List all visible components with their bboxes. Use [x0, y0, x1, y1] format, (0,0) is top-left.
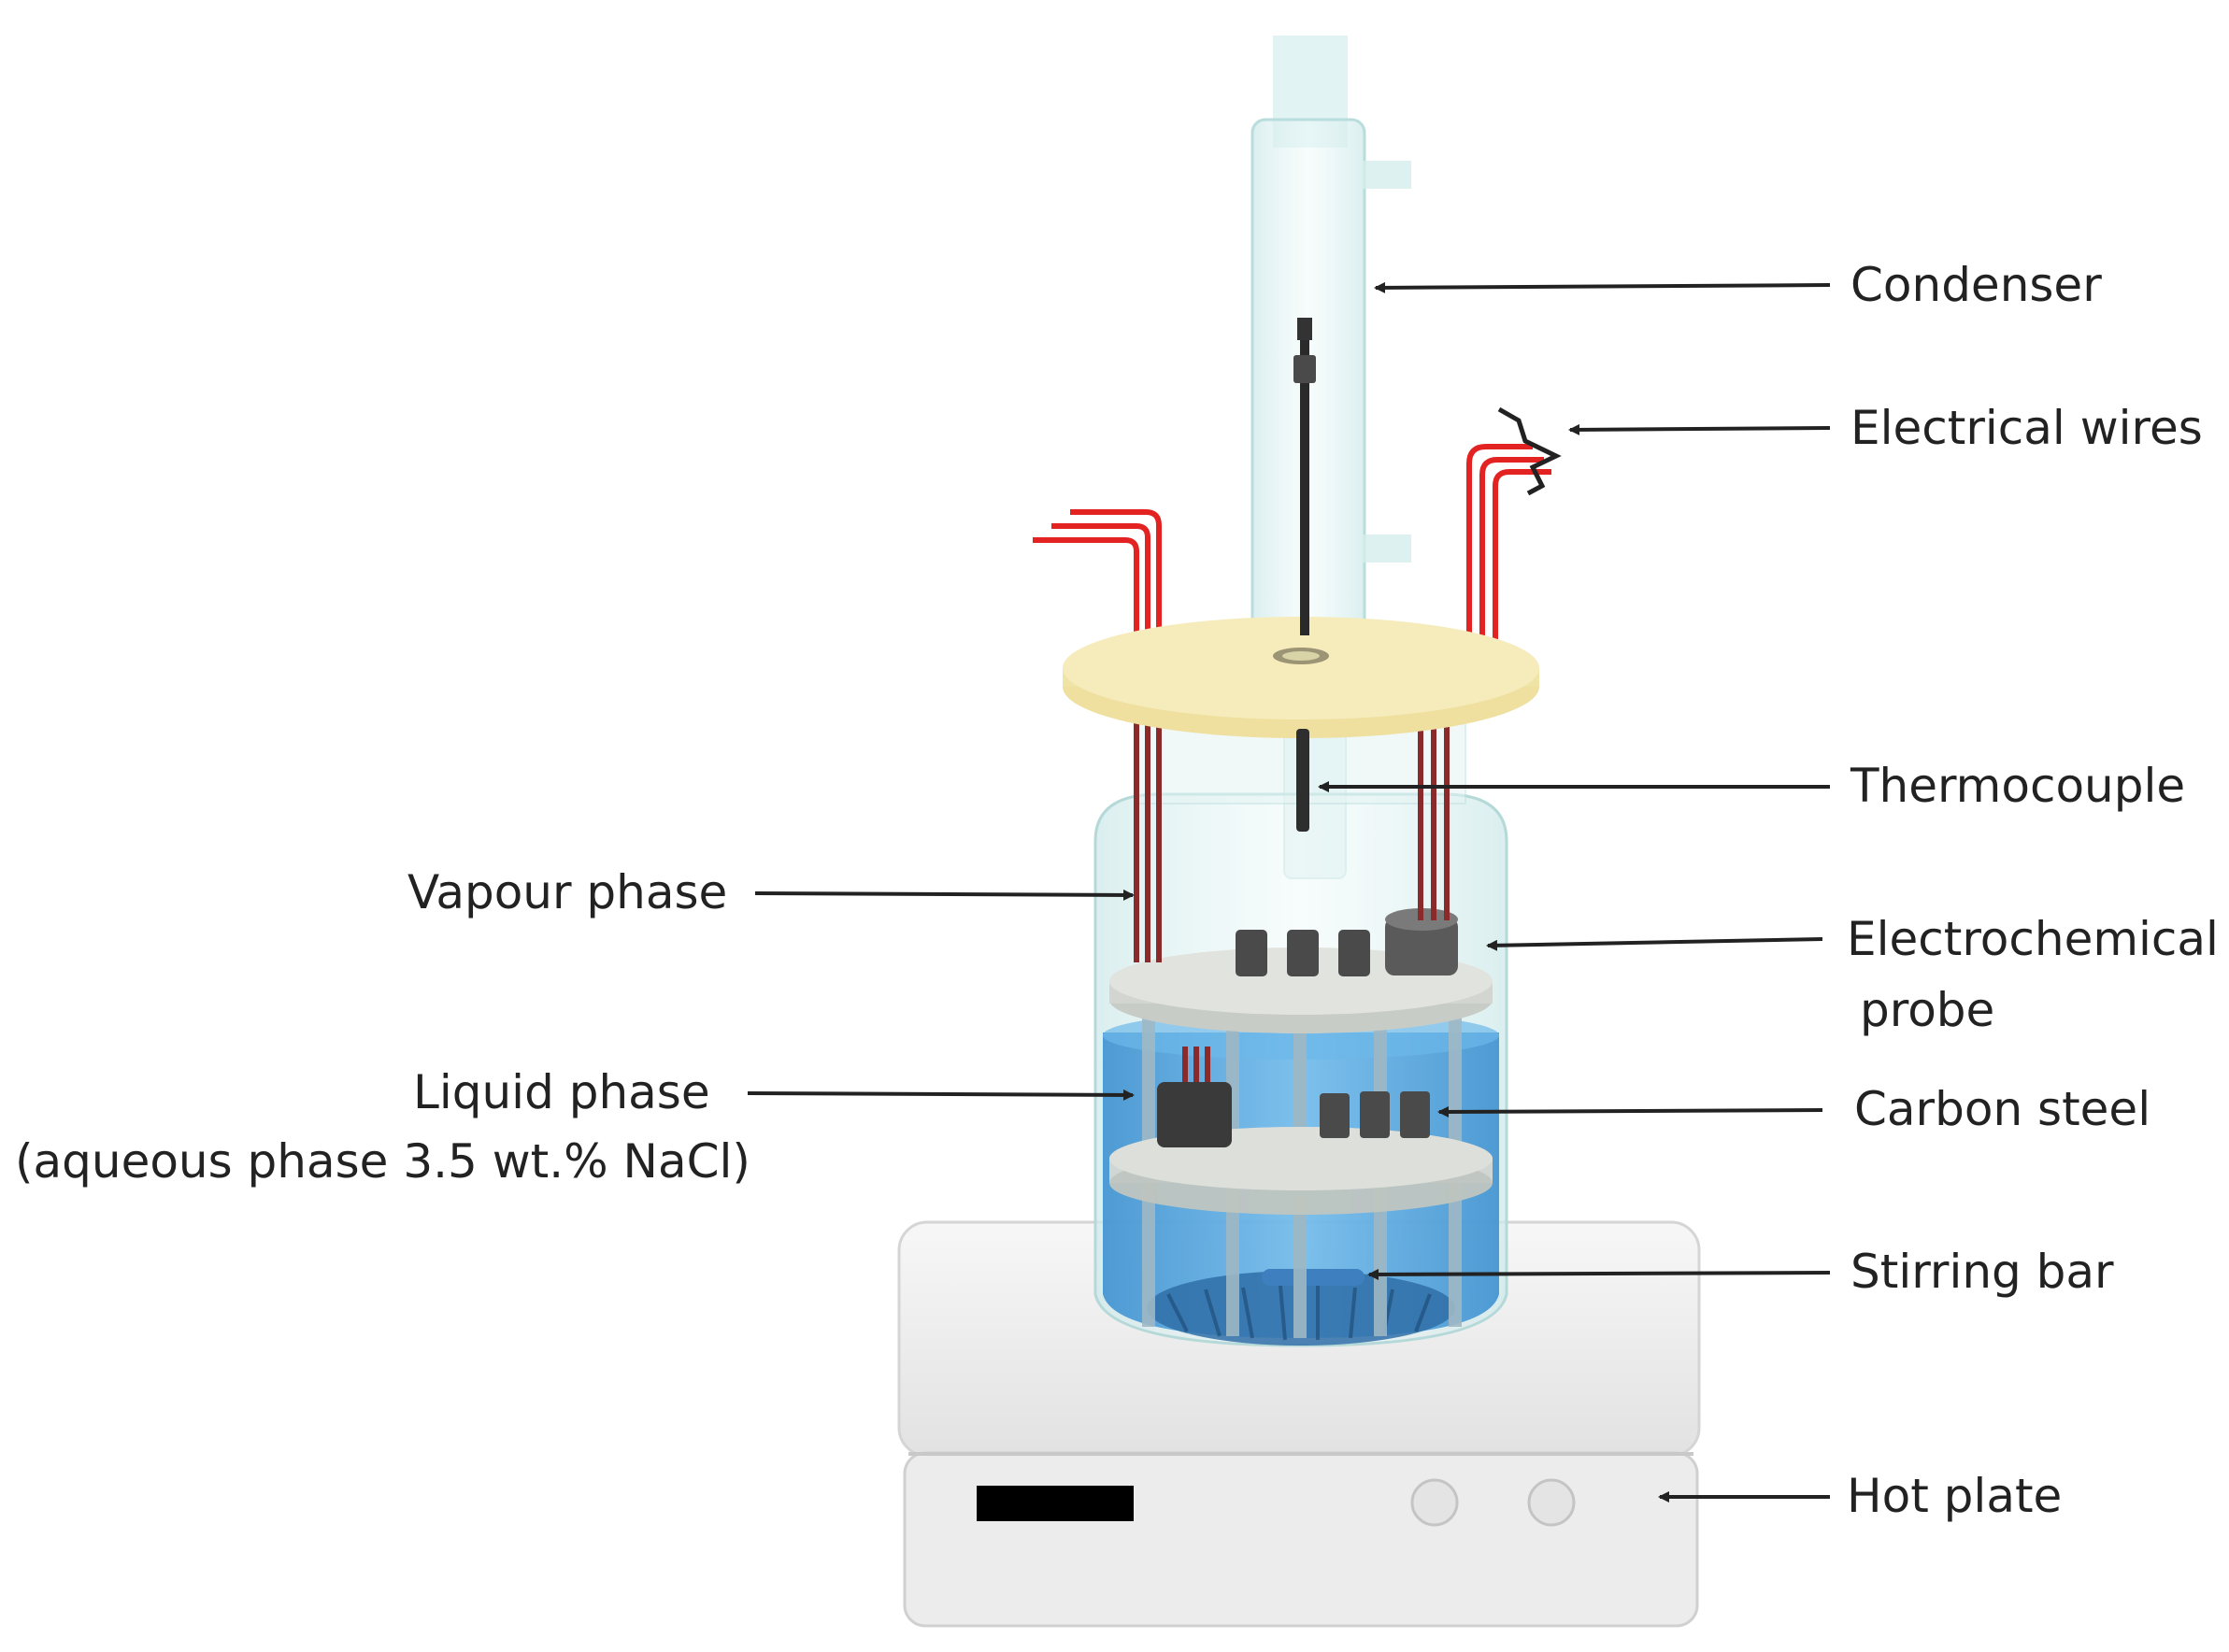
label-condenser: Condenser: [1850, 258, 2102, 312]
thermocouple: [1293, 318, 1316, 832]
wire-bracket-icon: [1497, 406, 1562, 496]
lid: [1063, 617, 1539, 738]
arrow-electrochemical-probe: [1486, 937, 1823, 951]
hot-plate-front: [903, 1451, 1699, 1628]
stirring-bar: [1262, 1269, 1365, 1286]
arrow-vapour-phase: [754, 889, 1135, 901]
label-hot-plate: Hot plate: [1847, 1469, 2062, 1523]
label-electrochemical-probe-2: probe: [1860, 983, 1994, 1037]
arrow-carbon-steel: [1437, 1105, 1823, 1118]
label-liquid-phase: Liquid phase: [413, 1065, 710, 1119]
label-electrical-wires: Electrical wires: [1850, 401, 2203, 455]
arrow-stirring-bar: [1367, 1268, 1831, 1280]
label-electrochemical-probe: Electrochemical: [1847, 912, 2219, 966]
labels: Condenser Electrical wires Thermocouple …: [15, 258, 2219, 1523]
carbon-steel-samples: [1109, 1082, 1493, 1215]
electrical-wires: [1033, 444, 1551, 1082]
arrow-electrical-wires: [1568, 423, 1831, 435]
arrow-liquid-phase: [747, 1089, 1135, 1101]
electrochemical-probe: [1109, 908, 1493, 1033]
label-vapour-phase: Vapour phase: [407, 865, 727, 919]
hot-plate-knob-icon: [1527, 1478, 1576, 1527]
hot-plate-knob-icon: [1410, 1478, 1459, 1527]
label-stirring-bar: Stirring bar: [1850, 1245, 2114, 1299]
label-liquid-phase-composition: (aqueous phase 3.5 wt.% NaCl): [15, 1134, 750, 1189]
label-thermocouple: Thermocouple: [1850, 759, 2185, 813]
leader-arrows: [747, 281, 1831, 1502]
label-carbon-steel: Carbon steel: [1854, 1082, 2150, 1136]
hot-plate-display: [977, 1486, 1134, 1521]
arrow-condenser: [1374, 281, 1831, 293]
